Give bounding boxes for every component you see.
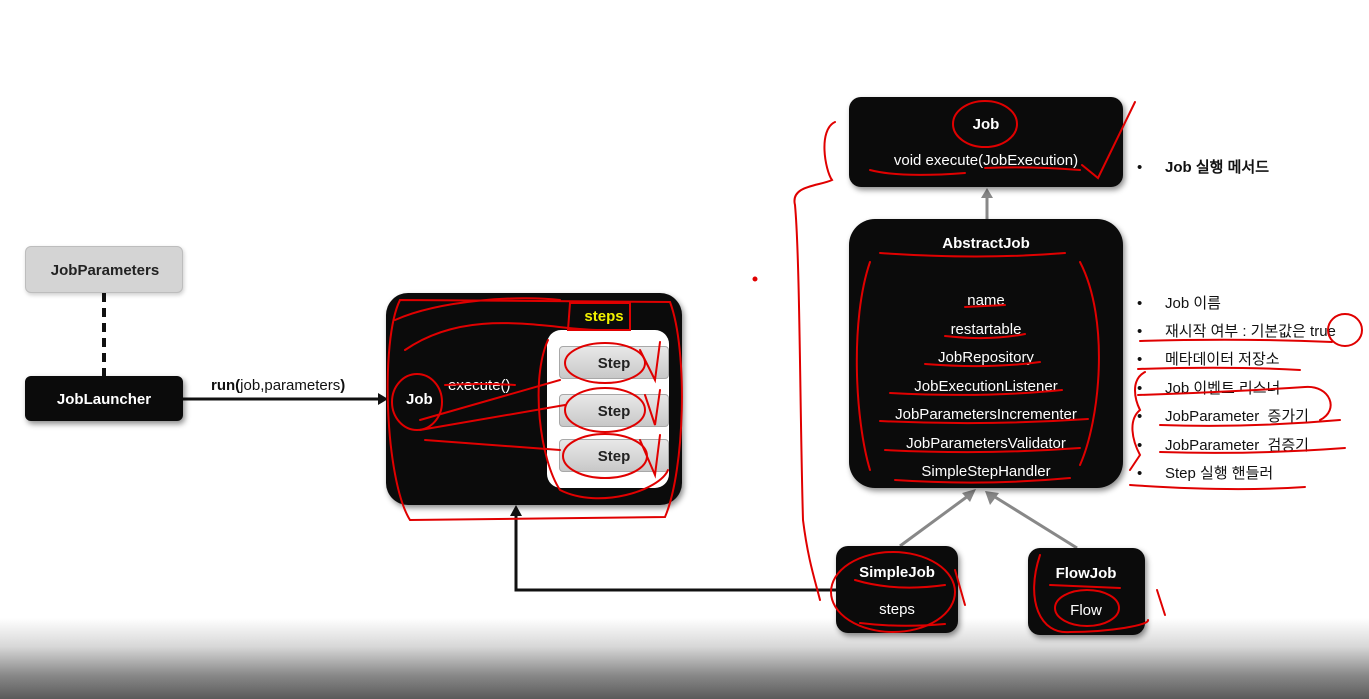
bullet-dot: • — [1137, 159, 1143, 176]
step-box-2: Step — [559, 394, 669, 427]
step-box-3: Step — [559, 439, 669, 472]
flow-job-title: FlowJob — [1055, 565, 1117, 582]
run-args: job,parameters — [240, 377, 341, 394]
note-field-4: • Job 이벤트 리스너 — [1137, 377, 1280, 398]
note-text: 재시작 여부 : 기본값은 true — [1165, 323, 1336, 340]
note-field-7: • Step 실행 핸들러 — [1137, 462, 1273, 483]
note-text: Step 실행 핸들러 — [1165, 465, 1274, 482]
simple-job-box: SimpleJob steps — [836, 546, 958, 633]
field-job-parameters-validator: JobParametersValidator — [906, 435, 1066, 452]
note-field-2: • 재시작 여부 : 기본값은 true — [1137, 320, 1336, 341]
job-launcher-label: JobLauncher — [56, 391, 152, 408]
bullet-dot: • — [1137, 408, 1143, 425]
run-call-label: run(job,parameters) — [211, 377, 345, 394]
job-parameters-box: JobParameters — [25, 246, 183, 293]
flow-job-field: Flow — [1070, 602, 1102, 619]
bullet-dot: • — [1137, 380, 1143, 397]
job-parameters-label: JobParameters — [50, 262, 160, 279]
bullet-dot: • — [1137, 437, 1143, 454]
note-text: JobParameter 증가기 — [1165, 408, 1309, 425]
note-field-3: • 메타데이터 저장소 — [1137, 348, 1280, 369]
job-box-label: Job — [406, 391, 433, 408]
run-fn: run( — [211, 377, 241, 394]
note-field-6: • JobParameter 검증기 — [1137, 434, 1309, 455]
bullet-dot: • — [1137, 295, 1143, 312]
job-interface-title: Job — [972, 116, 1000, 133]
steps-title: steps — [584, 308, 624, 325]
note-text: Job 이벤트 리스너 — [1165, 380, 1281, 397]
field-name: name — [967, 292, 1005, 309]
field-simple-step-handler: SimpleStepHandler — [921, 463, 1051, 480]
note-text: JobParameter 검증기 — [1165, 437, 1309, 454]
job-launcher-box: JobLauncher — [25, 376, 183, 421]
note-job-method-text: Job 실행 메서드 — [1165, 159, 1270, 176]
field-restartable: restartable — [950, 321, 1022, 338]
note-text: 메타데이터 저장소 — [1165, 351, 1280, 368]
simple-job-title: SimpleJob — [859, 564, 935, 581]
bottom-gradient — [0, 618, 1369, 699]
note-field-5: • JobParameter 증가기 — [1137, 405, 1309, 426]
job-interface-box: Job void execute(JobExecution) — [849, 97, 1123, 187]
bullet-dot: • — [1137, 323, 1143, 340]
abstract-job-title: AbstractJob — [942, 235, 1030, 252]
abstract-job-box: AbstractJob name restartable JobReposito… — [849, 219, 1123, 488]
simple-job-field: steps — [879, 601, 915, 618]
bullet-dot: • — [1137, 465, 1143, 482]
execute-label: execute() — [448, 377, 511, 394]
bullet-dot: • — [1137, 351, 1143, 368]
step-box-1: Step — [559, 346, 669, 379]
note-job-method: • Job 실행 메서드 — [1137, 156, 1269, 177]
field-job-parameters-incrementer: JobParametersIncrementer — [895, 406, 1077, 423]
flow-job-box: FlowJob Flow — [1028, 548, 1145, 635]
note-text: Job 이름 — [1165, 295, 1221, 312]
note-field-1: • Job 이름 — [1137, 292, 1221, 313]
field-job-repository: JobRepository — [938, 349, 1034, 366]
job-interface-method: void execute(JobExecution) — [893, 152, 1079, 169]
field-job-execution-listener: JobExecutionListener — [914, 378, 1058, 395]
run-close: ) — [340, 377, 346, 394]
